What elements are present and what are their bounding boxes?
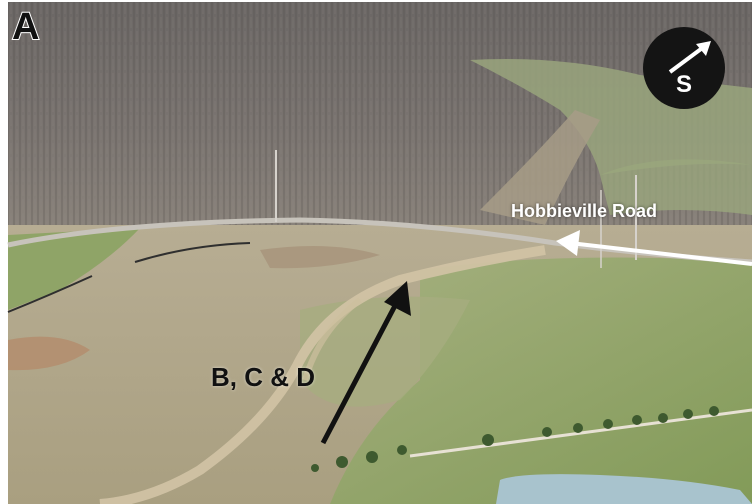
area-label: B, C & D: [211, 362, 315, 392]
north-arrow-icon: [668, 41, 711, 74]
pond: [496, 474, 752, 504]
road-arrow: [556, 230, 752, 266]
grass-left: [8, 228, 140, 310]
compass-letter: S: [675, 71, 692, 98]
cleared-corridor: [480, 110, 600, 225]
tree-row: [311, 406, 719, 472]
road-label: Hobbieville Road: [511, 201, 658, 221]
panel-letter: A: [11, 5, 40, 49]
dirt-track: [99, 245, 546, 504]
area-arrow: [320, 281, 411, 445]
